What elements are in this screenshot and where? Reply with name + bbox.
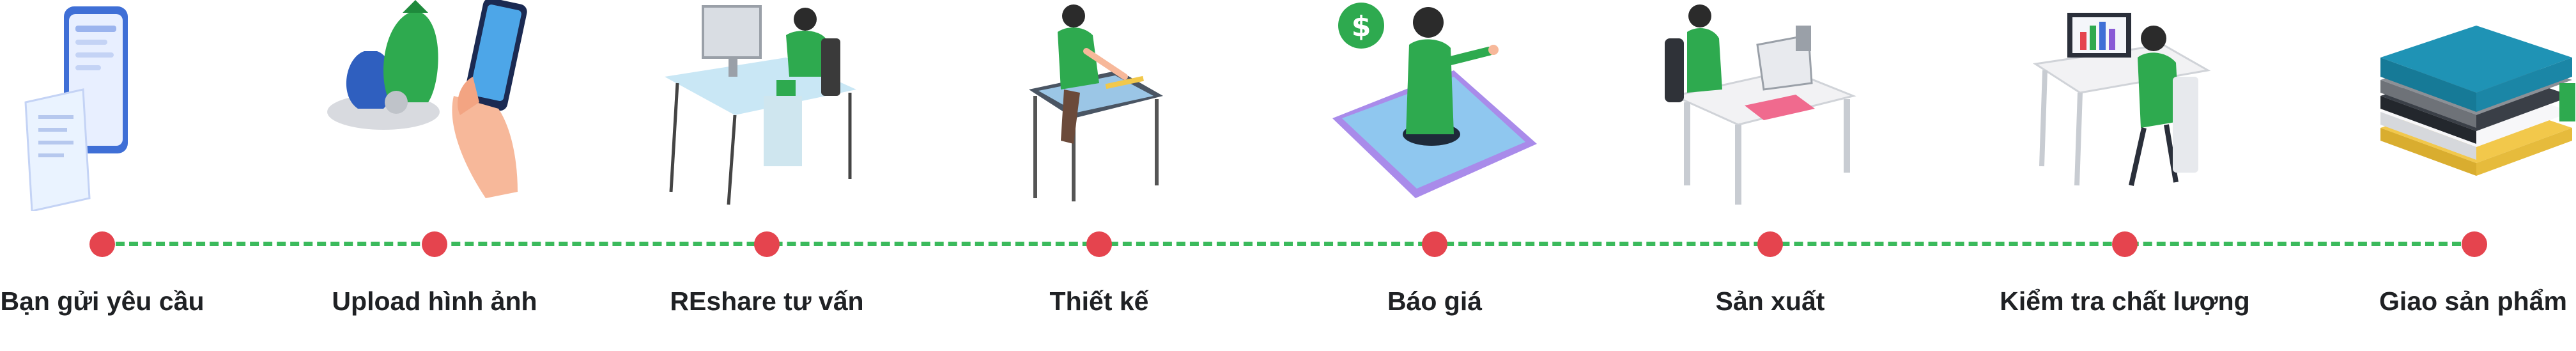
svg-text:$: $ (1352, 10, 1371, 43)
sewing-machine-icon (1662, 0, 1879, 211)
step-label: Giao sản phẩm (2379, 286, 2567, 316)
step-label: Upload hình ảnh (332, 286, 537, 316)
timeline-dot (2462, 231, 2487, 257)
timeline-dot (1757, 231, 1783, 257)
step-label: Thiết kế (1049, 286, 1149, 316)
timeline-dot (89, 231, 115, 257)
stacked-bags-icon (2368, 0, 2576, 211)
timeline-dot (1086, 231, 1112, 257)
step-label: Kiểm tra chất lượng (2000, 286, 2250, 316)
timeline-dot (422, 231, 447, 257)
quality-check-icon (2016, 0, 2233, 211)
quote-dollar-icon: $ (1326, 0, 1543, 211)
timeline-dot (1422, 231, 1447, 257)
step-label: Báo giá (1387, 286, 1483, 316)
phone-request-icon (0, 0, 198, 212)
consultant-desk-icon (658, 0, 875, 211)
step-label: Bạn gửi yêu cầu (0, 286, 204, 316)
step-label: REshare tư vấn (670, 286, 864, 316)
designer-table-icon (991, 0, 1208, 211)
step-label: Sản xuất (1715, 286, 1825, 316)
upload-bags-phone-icon (326, 0, 543, 211)
timeline-dashed-line (102, 242, 2474, 246)
timeline-dot (2112, 231, 2138, 257)
timeline-dot (754, 231, 780, 257)
